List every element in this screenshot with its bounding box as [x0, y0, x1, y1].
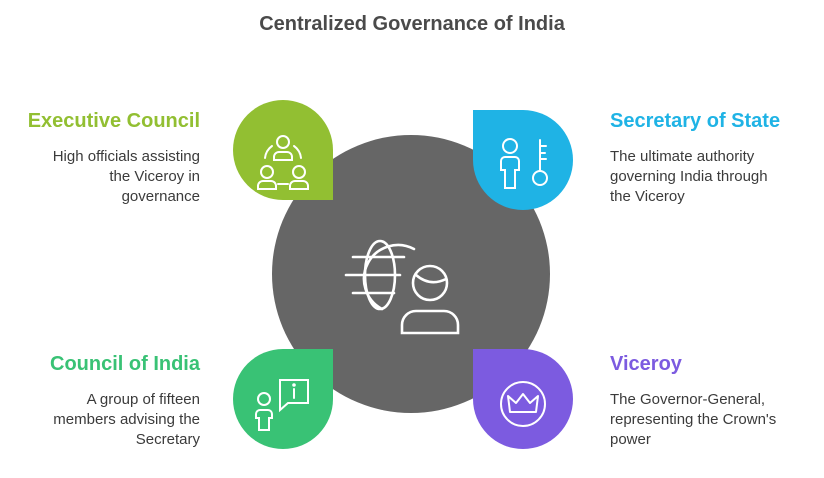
viceroy-description: The Governor-General, representing the C… — [610, 390, 824, 450]
executive-council-heading: Executive Council — [27, 110, 200, 132]
desc-line: The Governor-General, — [610, 391, 766, 408]
desc-line: representing the Crown's — [610, 411, 777, 428]
secretary-of-state-block: Secretary of State The ultimate authorit… — [610, 110, 824, 207]
diagram-title: Centralized Governance of India — [259, 13, 565, 35]
desc-line: Secretary — [135, 431, 200, 448]
desc-line: High officials assisting — [52, 148, 200, 165]
crown-icon — [500, 381, 546, 427]
council-of-india-heading: Council of India — [50, 353, 200, 375]
desc-line: members advising the — [53, 411, 200, 428]
desc-line: A group of fifteen — [86, 391, 200, 408]
desc-line: The ultimate authority — [610, 148, 755, 165]
viceroy-block: Viceroy The Governor-General, representi… — [610, 353, 824, 450]
secretary-of-state-description: The ultimate authority governing India t… — [610, 147, 824, 207]
person-key-icon — [500, 138, 548, 189]
group-icon — [257, 135, 309, 190]
council-of-india-description: A group of fifteen members advising the … — [0, 390, 200, 450]
desc-line: power — [610, 431, 651, 448]
council-of-india-block: Council of India A group of fifteen memb… — [0, 353, 200, 450]
executive-council-description: High officials assisting the Viceroy in … — [0, 147, 200, 207]
council-of-india-petal — [233, 349, 333, 449]
viceroy-heading: Viceroy — [610, 353, 682, 375]
desc-line: the Viceroy in — [109, 168, 200, 185]
globe-person-icon — [344, 239, 460, 335]
desc-line: the Viceroy — [610, 188, 685, 205]
viceroy-petal — [473, 349, 573, 449]
desc-line: governance — [121, 188, 200, 205]
center-circle — [272, 135, 550, 413]
executive-council-block: Executive Council High officials assisti… — [0, 110, 200, 207]
person-info-icon — [255, 379, 309, 431]
secretary-of-state-petal — [473, 110, 573, 210]
executive-council-petal — [233, 100, 333, 200]
secretary-of-state-heading: Secretary of State — [610, 110, 781, 132]
desc-line: governing India through — [610, 168, 768, 185]
